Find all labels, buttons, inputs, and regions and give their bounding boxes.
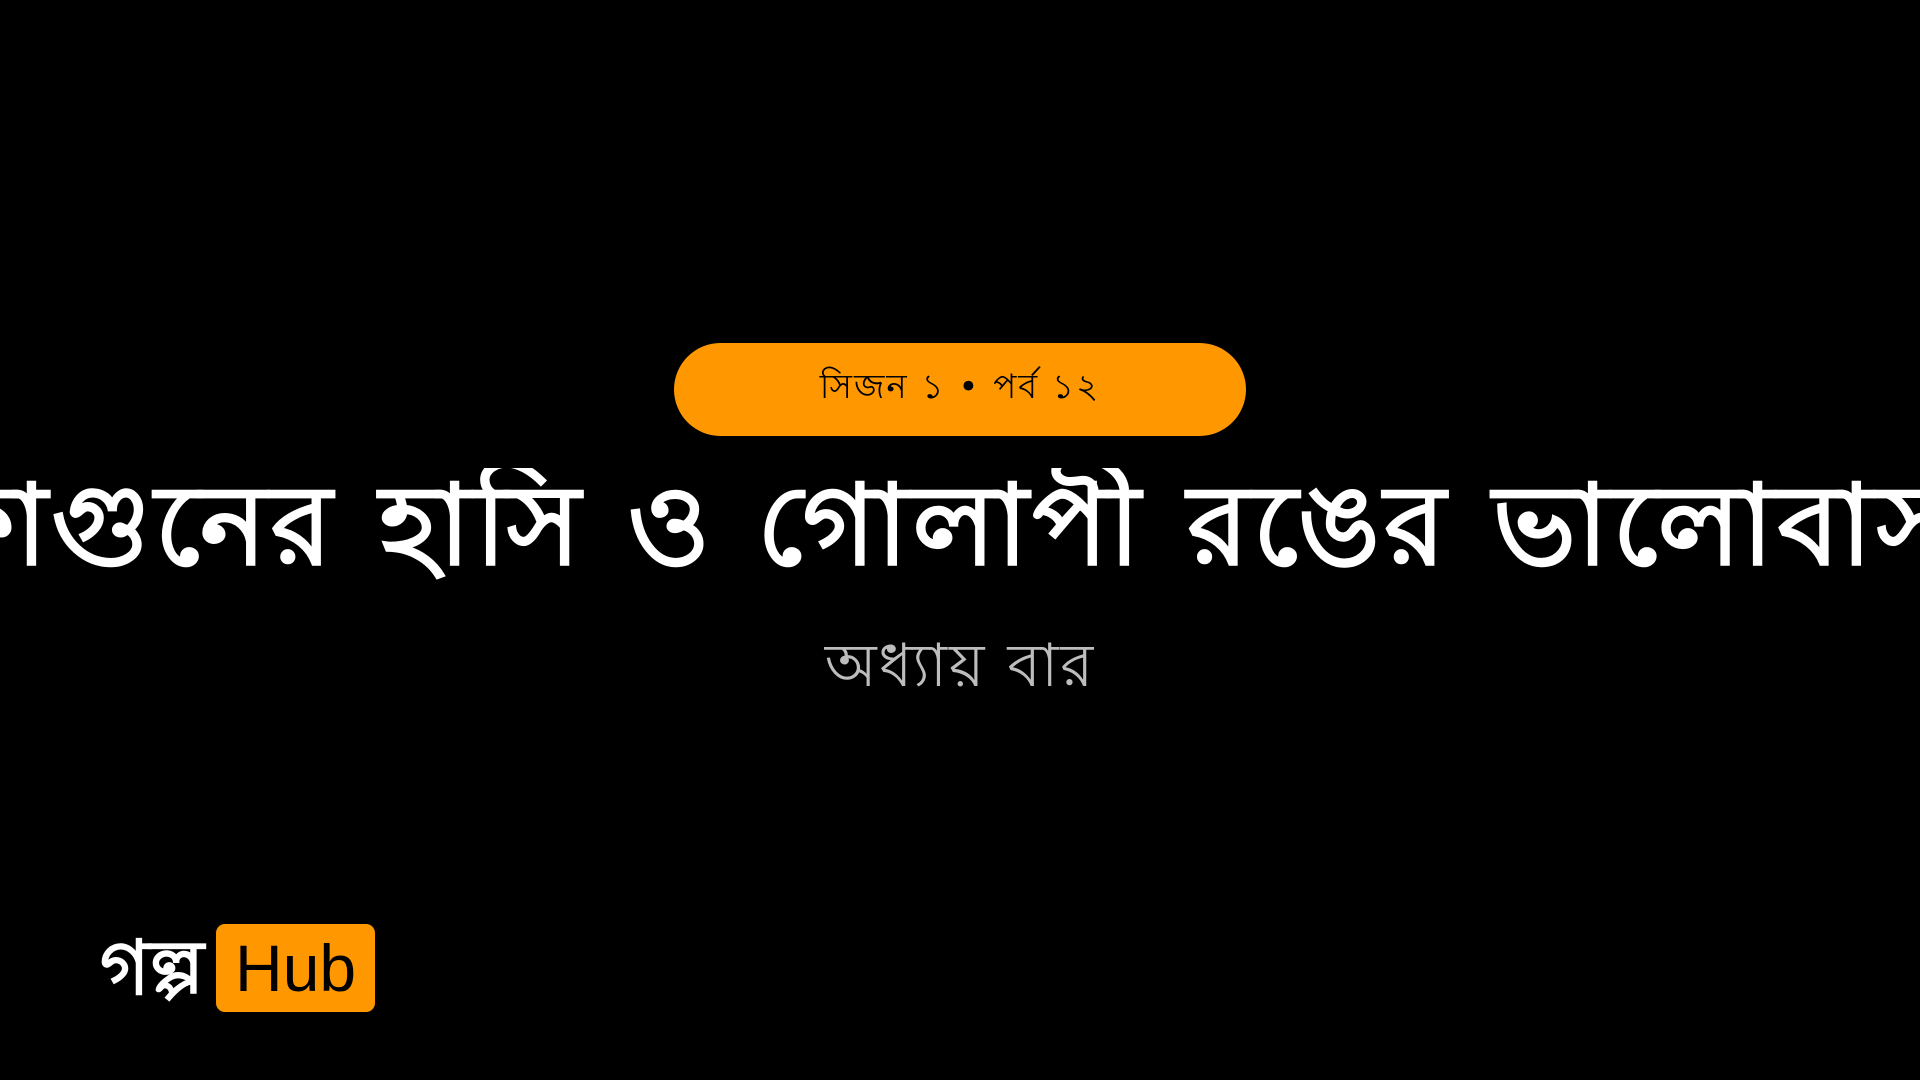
brand-hub-label: Hub xyxy=(235,931,357,1005)
subtitle-container: অধ্যায় বার xyxy=(0,630,1920,710)
episode-badge: সিজন ১ • পর্ব ১২ xyxy=(674,343,1246,436)
title-container: ফাগুনের হাসি ও গোলাপী রঙের ভালোবাসা xyxy=(0,468,1920,598)
story-title: ফাগুনের হাসি ও গোলাপী রঙের ভালোবাসা xyxy=(0,468,1920,591)
episode-label: সিজন ১ • পর্ব ১২ xyxy=(819,367,1101,407)
brand-logo: গল্প Hub xyxy=(100,920,376,1016)
brand-name: গল্প xyxy=(100,923,205,1012)
brand-hub-badge: Hub xyxy=(216,924,376,1012)
chapter-subtitle: অধ্যায় বার xyxy=(824,631,1096,701)
